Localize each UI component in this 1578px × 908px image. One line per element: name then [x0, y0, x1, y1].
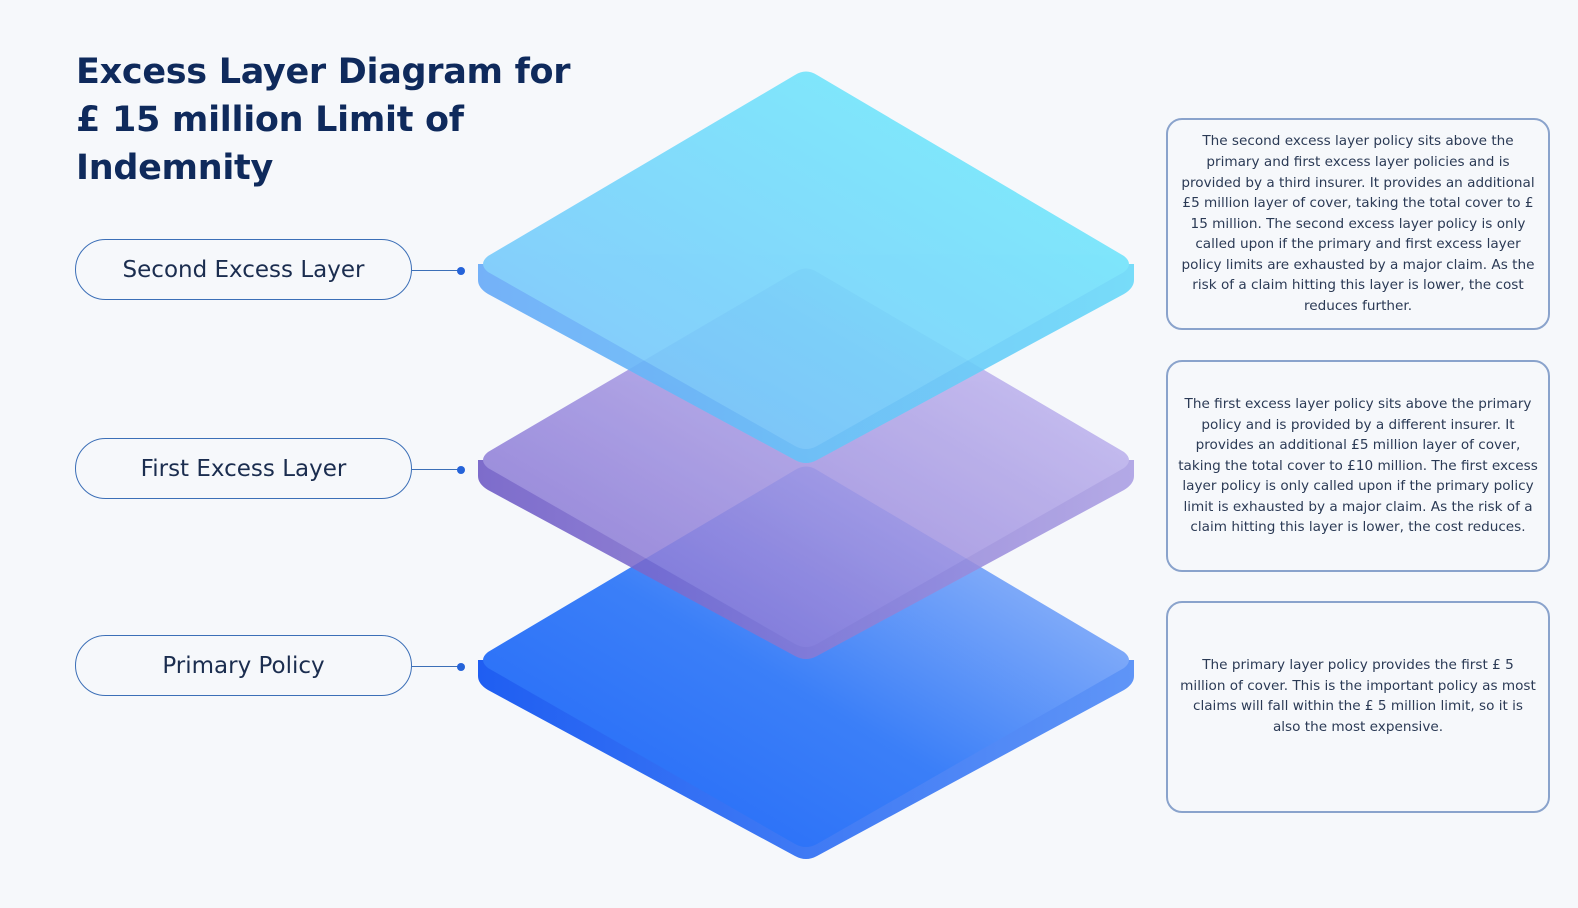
first-excess-layer-description: The first excess layer policy sits above… — [1178, 395, 1538, 536]
second-excess-layer-label: Second Excess Layer — [75, 239, 412, 300]
second-excess-layer-description-box: The second excess layer policy sits abov… — [1166, 118, 1550, 330]
first-excess-layer-label: First Excess Layer — [75, 438, 412, 499]
primary-policy-description-box: The primary layer policy provides the fi… — [1166, 601, 1550, 813]
first-excess-layer-description-box: The first excess layer policy sits above… — [1166, 360, 1550, 572]
second-excess-layer-connector-dot — [457, 267, 465, 275]
primary-policy-connector-dot — [457, 663, 465, 671]
primary-policy-label: Primary Policy — [75, 635, 412, 696]
second-excess-layer-description: The second excess layer policy sits abov… — [1181, 133, 1535, 315]
second-excess-layer-slab — [478, 71, 1134, 463]
second-excess-layer-connector — [412, 270, 460, 271]
first-excess-layer-connector-dot — [457, 466, 465, 474]
first-excess-layer-connector — [412, 469, 460, 470]
second-excess-layer-top — [483, 71, 1129, 449]
diagram-title: Excess Layer Diagram for £ 15 million Li… — [76, 52, 571, 188]
primary-policy-connector — [412, 666, 460, 667]
primary-policy-description: The primary layer policy provides the fi… — [1180, 657, 1536, 735]
